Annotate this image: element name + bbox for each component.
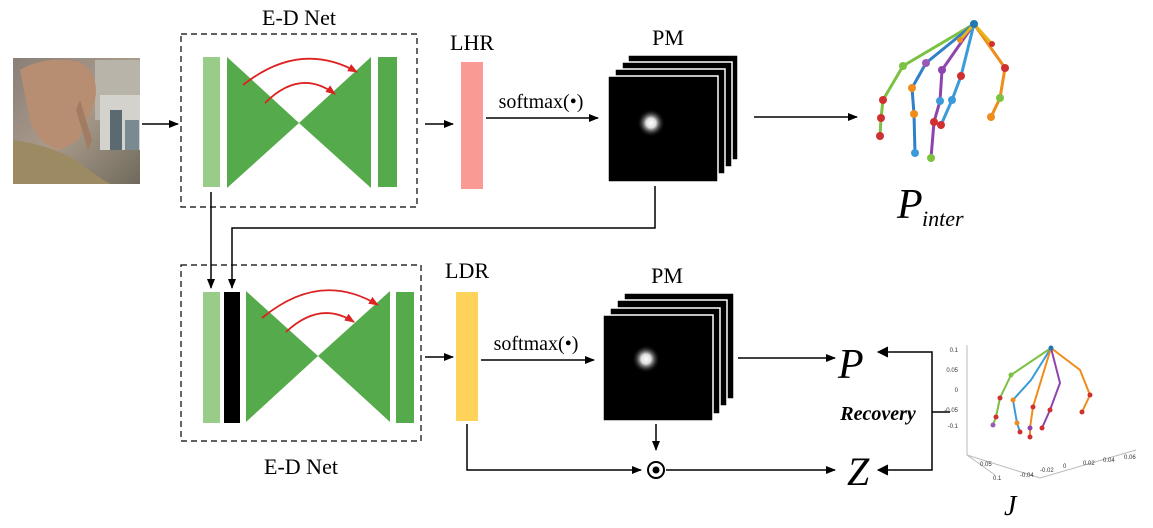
recovery-label-bg xyxy=(826,400,930,426)
ednet-top xyxy=(180,33,418,208)
x-tick: -0.02 xyxy=(1040,468,1054,474)
x-tick: 0.06 xyxy=(1124,455,1136,461)
arrow-ldr-to-hadamard xyxy=(466,424,642,474)
z-output-label: Z xyxy=(847,449,870,494)
ednet-top-box xyxy=(180,33,418,208)
softmax-top-label: softmax(•) xyxy=(499,91,584,113)
softmax-bottom-label: softmax(•) xyxy=(494,333,579,355)
recovery-arrow-p xyxy=(876,346,889,358)
pinter-subscript: inter xyxy=(922,206,964,231)
x-tick: 0.02 xyxy=(1083,461,1095,467)
ednet-top-skip-outer xyxy=(242,57,358,86)
ldr-label: LDR xyxy=(445,258,489,283)
x-tick: 0 xyxy=(1063,464,1067,470)
y-tick: 0.05 xyxy=(980,462,992,468)
ednet-bottom-pm-layer xyxy=(224,292,240,423)
ednet-bottom-decoder xyxy=(318,291,390,422)
pm-top-peak xyxy=(637,109,665,137)
ednet-top-input-layer xyxy=(203,57,220,187)
lhr-label: LHR xyxy=(450,30,494,55)
ednet-bottom xyxy=(180,264,422,442)
pm-bottom-stack xyxy=(602,292,735,422)
pinter-label: P xyxy=(896,182,923,228)
recovery-label: Recovery xyxy=(839,403,916,425)
z-tick: -0.1 xyxy=(948,424,959,430)
pm-top-stack xyxy=(607,54,739,183)
recovery-arrow-z xyxy=(876,464,889,476)
ednet-bottom-skip-outer xyxy=(261,289,379,319)
hand-image xyxy=(13,58,140,184)
pm-bottom-peak xyxy=(632,345,660,373)
x-tick: -0.04 xyxy=(1020,473,1034,479)
arrow-pm-top-to-bottom-ednet xyxy=(228,186,656,289)
ednet-top-encoder xyxy=(227,57,299,188)
ednet-bottom-skip-inner xyxy=(285,312,355,333)
ednet-top-output-layer xyxy=(378,57,397,187)
lhr-bar xyxy=(461,62,483,189)
p-output-label: P xyxy=(837,342,864,388)
ednet-bottom-encoder xyxy=(246,291,318,422)
z-tick: 0 xyxy=(955,388,959,394)
j-label: J xyxy=(1004,491,1018,522)
z-tick: 0.05 xyxy=(946,368,958,374)
hadamard-product-icon xyxy=(647,461,665,479)
recovery-bracket xyxy=(878,351,933,471)
ednet-bottom-output-layer xyxy=(396,292,414,423)
pm-top-label: PM xyxy=(652,25,684,50)
hand-skeleton-2d-joints xyxy=(876,20,1009,162)
ednet-bottom-input-layer xyxy=(203,292,220,423)
ednet-top-skip-inner xyxy=(264,82,336,104)
y-tick: 0.1 xyxy=(993,476,1002,482)
ednet-bottom-label: E-D Net xyxy=(264,454,338,479)
hand-skeleton-2d xyxy=(878,22,1007,159)
ednet-top-label: E-D Net xyxy=(262,5,336,30)
hand-skeleton-3d: 0.1 0.05 0 -0.05 -0.1 -0.04 -0.02 0 0.02… xyxy=(944,345,1136,482)
x-tick: 0.04 xyxy=(1103,458,1115,464)
z-tick: 0.1 xyxy=(950,348,959,354)
pm-bottom-label: PM xyxy=(651,263,683,288)
ednet-top-decoder xyxy=(299,57,371,188)
z-tick: -0.05 xyxy=(944,408,958,414)
ednet-bottom-box xyxy=(180,264,422,442)
ldr-bar xyxy=(456,292,478,421)
